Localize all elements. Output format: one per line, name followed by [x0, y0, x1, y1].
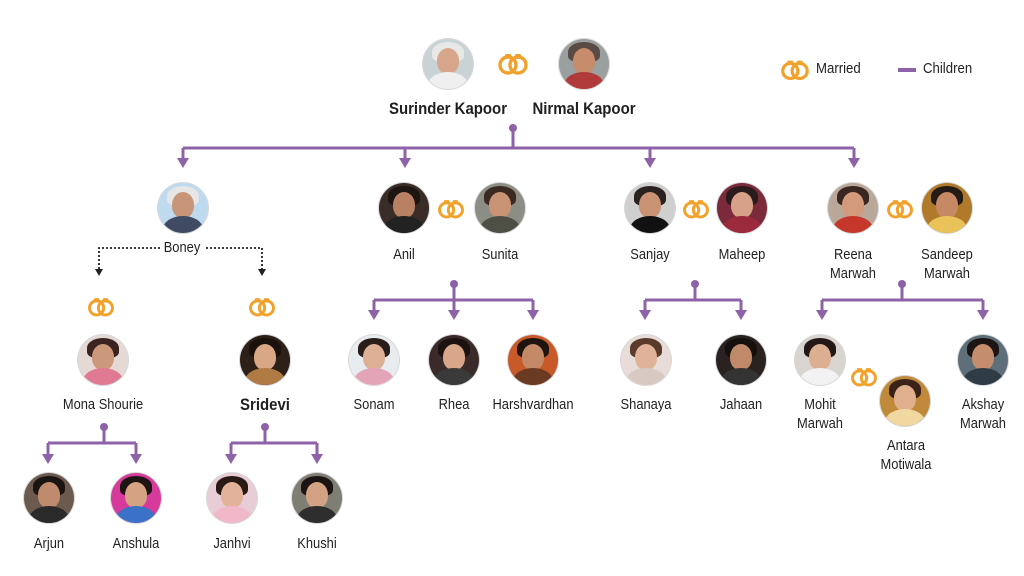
sridevi-name: Sridevi — [240, 395, 290, 414]
anshula-name: Anshula — [112, 535, 160, 552]
shanaya-photo — [621, 335, 671, 385]
akshay-marwah-name-line2: Marwah — [960, 415, 1006, 432]
connector-arrows — [639, 310, 747, 320]
reena-marwah-photo — [828, 183, 878, 233]
connector-arrows — [42, 454, 142, 464]
mohit-marwah-photo — [795, 335, 845, 385]
married-rings-icon — [850, 366, 878, 387]
mona-shourie-name: Mona Shourie — [62, 396, 144, 413]
connector-arrows — [225, 454, 323, 464]
khushi-photo — [292, 473, 342, 523]
connector-dot — [509, 124, 517, 132]
akshay-marwah-name-line1: Akshay — [961, 396, 1005, 413]
antara-motiwala-name-line2: Motiwala — [880, 456, 932, 473]
connector-dot — [100, 423, 108, 431]
married-rings-icon — [498, 52, 528, 75]
sandeep-marwah-name-line2: Marwah — [924, 265, 970, 282]
connector-dot — [898, 280, 906, 288]
anil-photo — [379, 183, 429, 233]
anil-name: Anil — [393, 246, 415, 263]
nirmal-kapoor-name: Nirmal Kapoor — [532, 99, 636, 118]
sandeep-marwah-photo — [922, 183, 972, 233]
boney-name: Boney — [161, 239, 203, 257]
maheep-name: Maheep — [718, 246, 766, 263]
legend-married-icon — [781, 58, 809, 81]
anshula-photo — [111, 473, 161, 523]
jahaan-photo — [716, 335, 766, 385]
arjun-name: Arjun — [33, 535, 65, 552]
connector-arrows — [368, 310, 539, 320]
connector-arrows — [177, 158, 860, 168]
connector-dot — [691, 280, 699, 288]
boney-photo — [158, 183, 208, 233]
connector-arrows — [816, 310, 989, 320]
mohit-marwah-name-line2: Marwah — [797, 415, 843, 432]
sunita-photo — [475, 183, 525, 233]
arjun-photo — [24, 473, 74, 523]
sonam-photo — [349, 335, 399, 385]
legend-married-label: Married — [816, 60, 861, 77]
children-connector-anil — [372, 284, 535, 311]
mona-shourie-photo — [78, 335, 128, 385]
sunita-name: Sunita — [481, 246, 519, 263]
surinder-kapoor-photo — [423, 39, 473, 89]
children-connector-mona — [46, 427, 138, 455]
married-rings-icon — [87, 296, 115, 317]
legend-children-label: Children — [923, 60, 973, 77]
children-connector-reena — [820, 284, 985, 311]
sandeep-marwah-name-line1: Sandeep — [921, 246, 973, 263]
janhvi-name: Janhvi — [213, 535, 251, 552]
dotted-arrows — [95, 269, 266, 276]
sridevi-photo — [240, 335, 290, 385]
sanjay-photo — [625, 183, 675, 233]
married-rings-icon — [682, 198, 710, 219]
sonam-name: Sonam — [353, 396, 395, 413]
children-connector-sridevi — [229, 427, 319, 455]
harshvardhan-name: Harshvardhan — [492, 396, 574, 413]
maheep-photo — [717, 183, 767, 233]
antara-motiwala-name-line1: Antara — [886, 437, 926, 454]
rhea-photo — [429, 335, 479, 385]
rhea-name: Rhea — [438, 396, 470, 413]
janhvi-photo — [207, 473, 257, 523]
married-rings-icon — [437, 198, 465, 219]
nirmal-kapoor-photo — [559, 39, 609, 89]
children-connector-sanjay — [643, 284, 743, 311]
antara-motiwala-photo — [880, 376, 930, 426]
married-rings-icon — [886, 198, 914, 219]
sanjay-name: Sanjay — [630, 246, 670, 263]
married-rings-icon — [248, 296, 276, 317]
shanaya-name: Shanaya — [620, 396, 672, 413]
boney-marriage-connector — [98, 247, 263, 270]
reena-marwah-name-line2: Marwah — [830, 265, 876, 282]
akshay-marwah-photo — [958, 335, 1008, 385]
mohit-marwah-name-line1: Mohit — [804, 396, 836, 413]
jahaan-name: Jahaan — [719, 396, 763, 413]
connector-dot — [450, 280, 458, 288]
reena-marwah-name-line1: Reena — [833, 246, 873, 263]
connector-dot — [261, 423, 269, 431]
harshvardhan-photo — [508, 335, 558, 385]
children-connector-surinder-nirmal — [181, 128, 856, 160]
surinder-kapoor-name: Surinder Kapoor — [388, 99, 508, 118]
khushi-name: Khushi — [297, 535, 337, 552]
